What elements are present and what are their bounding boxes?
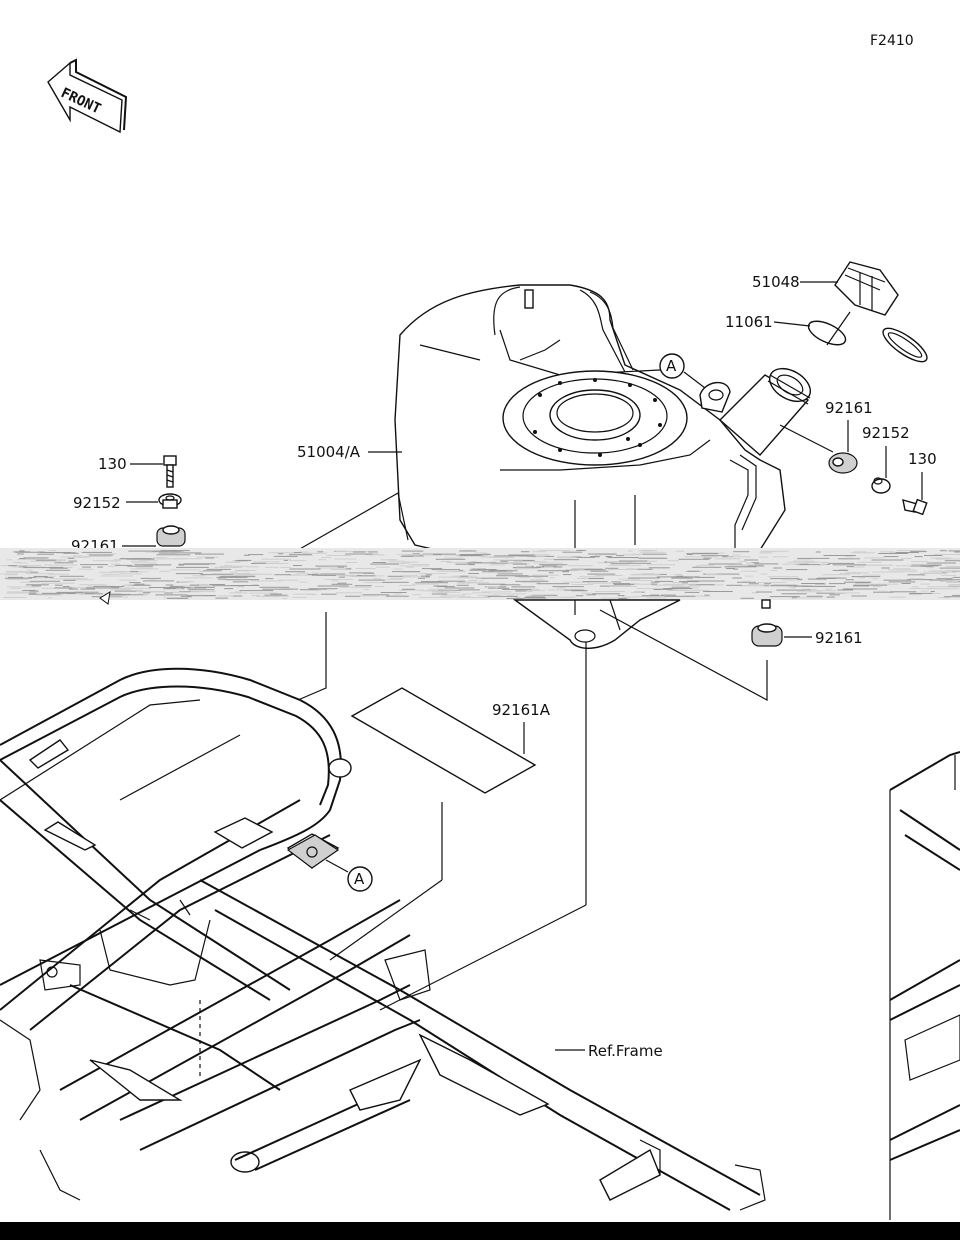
part-92161a: 92161A <box>492 701 551 719</box>
collar-left-icon <box>158 493 182 509</box>
fuel-tank <box>394 284 811 561</box>
svg-text:A: A <box>666 357 677 375</box>
part-92161-lower-right: 92161 <box>815 629 863 647</box>
damper-right-icon <box>828 452 858 474</box>
damper-left-icon <box>156 525 186 547</box>
part-11061: 11061 <box>725 313 773 331</box>
frame-label-plate-icon <box>286 834 340 869</box>
part-92161-upper-right: 92161 <box>825 399 873 417</box>
damper-lower-right-icon <box>751 623 783 647</box>
vehicle-frame <box>0 667 766 1211</box>
part-51048: 51048 <box>752 273 800 291</box>
front-arrow-icon: FRONT <box>47 58 128 134</box>
callout-a-lower: A <box>325 859 373 892</box>
marker-arrow-icon <box>99 591 111 605</box>
collar-right-icon <box>871 477 891 494</box>
fuel-cap-icon <box>834 261 899 316</box>
pad-icon <box>350 687 537 794</box>
figure-code: F2410 <box>870 33 914 49</box>
callout-a-upper: A <box>659 353 706 389</box>
bolt-right-icon <box>902 498 928 516</box>
svg-text:A: A <box>354 870 365 888</box>
part-130-right: 130 <box>908 450 937 468</box>
gasket-icon <box>807 320 847 346</box>
part-92152-right: 92152 <box>862 424 910 442</box>
ref-frame-label: Ref.Frame <box>588 1042 663 1060</box>
cap-strap-icon <box>882 327 928 363</box>
part-130-left: 130 <box>98 455 127 473</box>
scan-artifact-band <box>0 548 960 600</box>
bolt-left-icon <box>163 455 177 488</box>
part-51004-a: 51004/A <box>297 443 361 461</box>
bottom-bar <box>0 1222 960 1240</box>
fuel-tank-lower <box>512 599 771 649</box>
frame-partial-right <box>889 751 960 1220</box>
part-92152-left: 92152 <box>73 494 121 512</box>
